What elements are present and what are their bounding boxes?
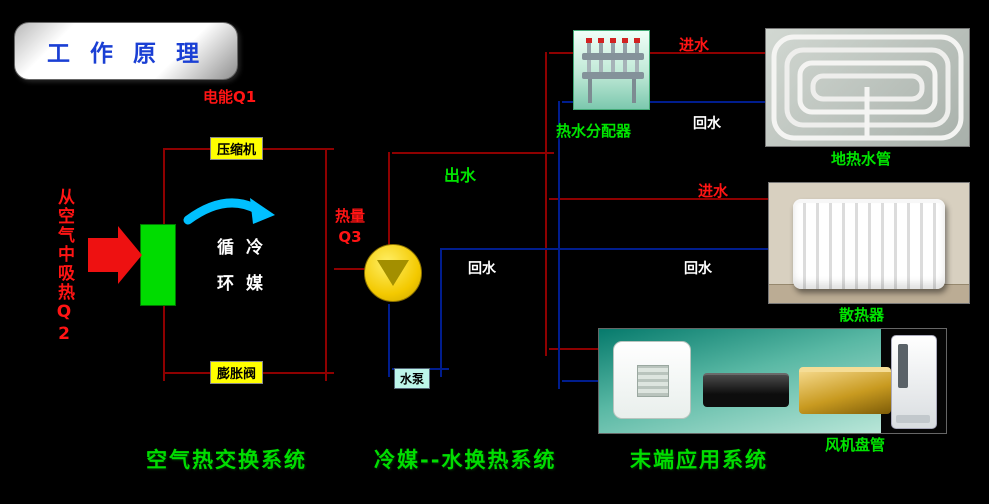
- floor-standing-unit: [891, 335, 937, 429]
- pipe-heat-connector: [334, 268, 368, 270]
- fan-coil-photo: [598, 328, 947, 434]
- expansion-valve-label: 膨胀阀: [210, 361, 264, 384]
- inlet-mid-label: 进水: [698, 182, 729, 200]
- heat-label: 热量: [334, 207, 365, 225]
- pipe-return-mid-branch: [440, 248, 768, 250]
- pump-triangle-icon: [377, 260, 409, 286]
- return-water-left-label: 回水: [468, 261, 496, 277]
- hot-water-distributor-photo: [573, 30, 650, 110]
- refrigerant-label: 循冷 环媒: [196, 230, 296, 302]
- absorb-heat-label: 从空气中吸热Q2: [54, 188, 74, 346]
- fan-coil-label: 风机盘管: [825, 436, 886, 454]
- distributor-label: 热水分配器: [556, 122, 632, 140]
- pipe-supply-main-up: [545, 52, 547, 156]
- heat-q-label: Q3: [338, 228, 362, 246]
- evaporator-block: [140, 224, 176, 306]
- water-pump-label: 水泵: [394, 368, 431, 389]
- pipe-pump-inlet: [388, 304, 390, 377]
- system-title-refrigerant-water: 冷媒--水换热系统: [374, 448, 557, 472]
- radiator-label: 散热器: [839, 306, 885, 324]
- pipe-return-drop: [440, 248, 442, 377]
- standing-unit-base: [896, 415, 930, 423]
- refrigerant-row-1: 循冷: [217, 238, 275, 258]
- standing-unit-vent: [898, 344, 908, 388]
- pipe-supply-main-down: [545, 152, 547, 356]
- pipe-loop-right: [325, 148, 327, 381]
- return-mid-label: 回水: [684, 261, 712, 277]
- return-top-label: 回水: [693, 116, 721, 132]
- title-box: 工 作 原 理: [14, 22, 238, 80]
- pipe-pump-outlet: [388, 152, 390, 248]
- floor-pipes-label: 地热水管: [831, 150, 892, 168]
- pump-icon: [364, 244, 422, 302]
- radiator-photo: [768, 182, 970, 304]
- floor-heating-photo: [765, 28, 970, 147]
- refrigerant-row-2: 环媒: [217, 274, 275, 294]
- system-title-air-exchange: 空气热交换系统: [146, 448, 307, 472]
- pipe-return-top-branch: [562, 101, 765, 103]
- rotation-arrow-icon: [183, 198, 275, 225]
- ceiling-cassette-unit: [613, 341, 691, 419]
- pipe-coil-drawing: [771, 34, 964, 141]
- pipe-supply-top-branch: [549, 52, 765, 54]
- radiator-drawing: [793, 199, 945, 289]
- electric-energy-label: 电能Q1: [203, 88, 257, 106]
- page-title: 工 作 原 理: [46, 41, 206, 67]
- cassette-grille: [637, 365, 669, 397]
- compressor-label: 压缩机: [210, 137, 264, 160]
- inlet-top-label: 进水: [679, 36, 710, 54]
- air-inlet-arrow-icon: [88, 226, 142, 284]
- pipe-return-main-up: [558, 248, 560, 389]
- manifold-drawing: [582, 38, 644, 103]
- system-title-terminal: 末端应用系统: [630, 448, 768, 472]
- water-out-label: 出水: [444, 166, 477, 185]
- pipe-supply-horizontal: [392, 152, 554, 154]
- pipe-supply-mid-branch: [549, 198, 768, 200]
- gold-fan-coil-unit: [799, 367, 891, 414]
- heat-q3-label: 热量 Q3: [326, 206, 374, 248]
- ducted-unit: [703, 373, 789, 407]
- pipe-return-main-down: [558, 101, 560, 248]
